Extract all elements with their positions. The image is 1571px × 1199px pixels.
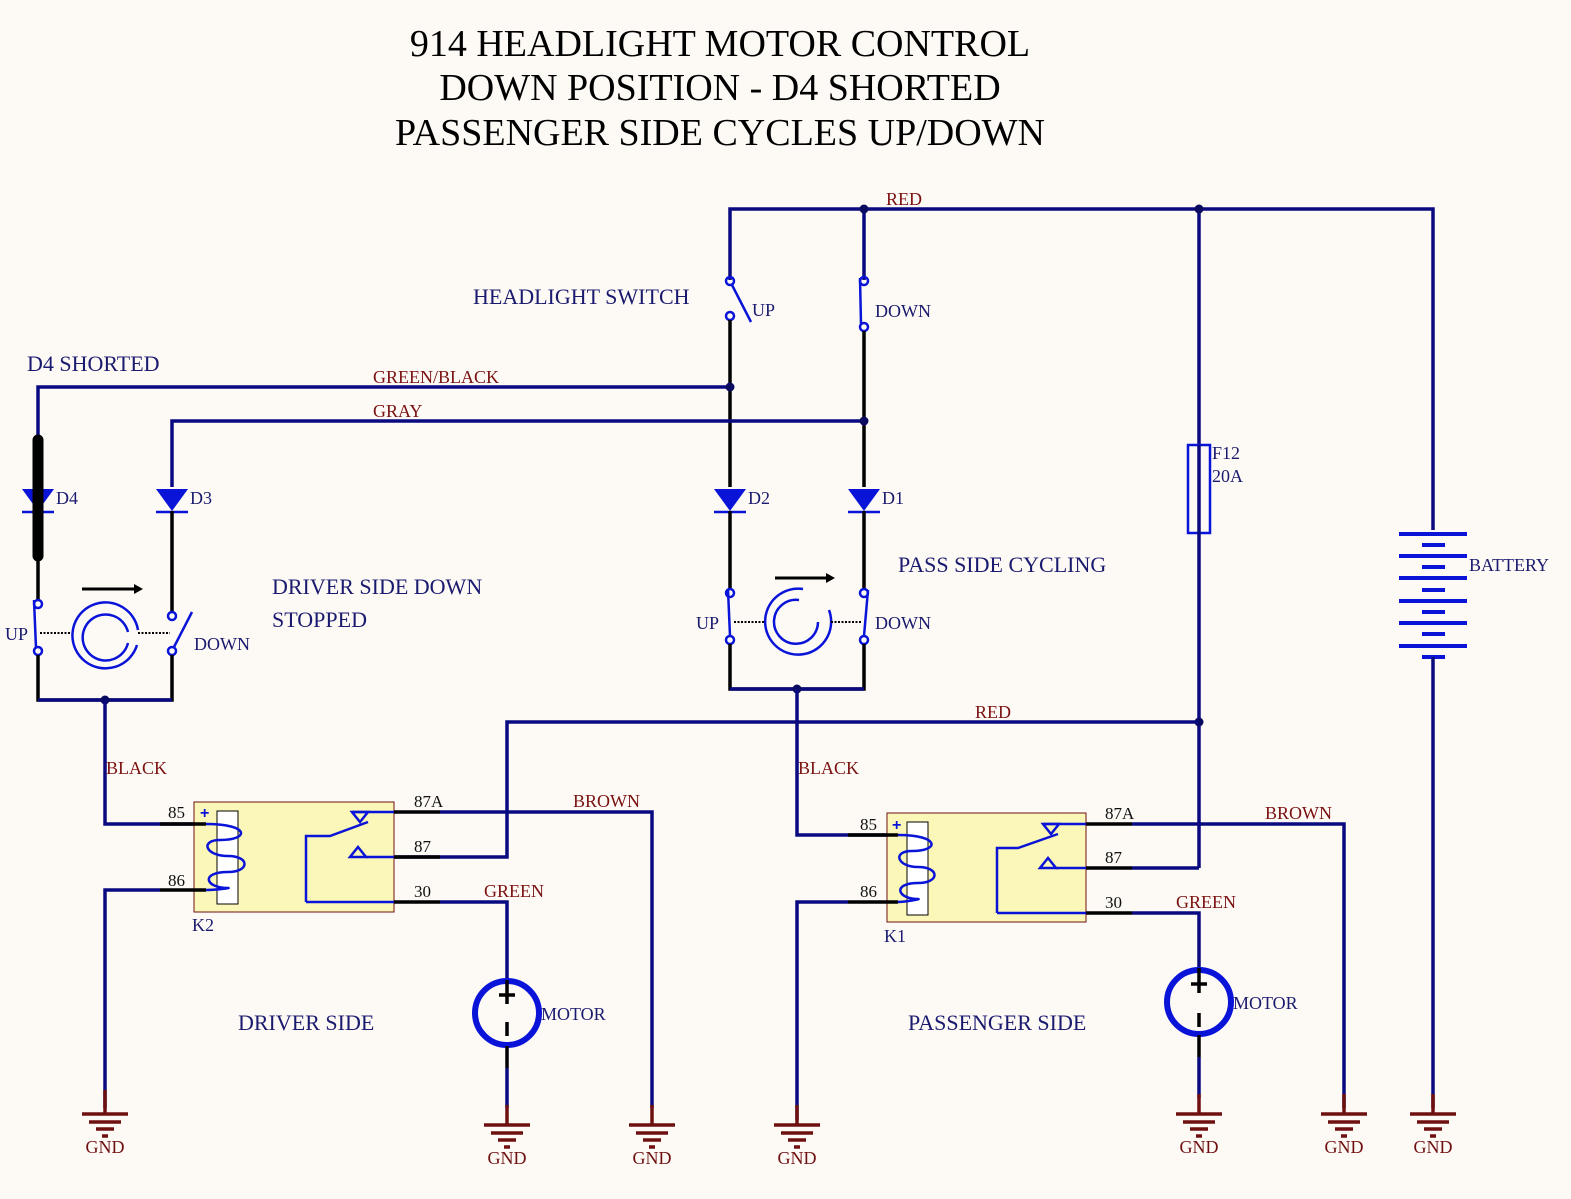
passenger-limit-switch: [724, 573, 870, 694]
gnd-label: GND: [86, 1137, 125, 1157]
battery-label: BATTERY: [1469, 555, 1549, 575]
wire-green-driver: [440, 900, 509, 980]
ground-symbol: [629, 1105, 675, 1149]
cam-icon: [763, 587, 833, 656]
wire-red-relay-feed: [395, 720, 1199, 859]
wire-label-red-top: RED: [886, 189, 922, 209]
wire-label-brown-pass: BROWN: [1265, 803, 1332, 823]
wire-label-brown-driver: BROWN: [573, 791, 640, 811]
k2-label: K2: [192, 915, 214, 935]
gnd-label: GND: [488, 1148, 527, 1168]
wire-label-gray: GRAY: [373, 401, 422, 421]
battery-icon: [1399, 532, 1467, 659]
relay-k1: +: [848, 812, 1132, 923]
headlight-switch-label: HEADLIGHT SWITCH: [473, 284, 690, 309]
diode-d3: [156, 489, 188, 612]
k2-pin-86: 86: [168, 871, 185, 890]
ground-symbol: [484, 1105, 530, 1149]
cam-icon: [71, 601, 140, 670]
wire-label-black-driver: BLACK: [106, 758, 167, 778]
headlight-switch-down[interactable]: [858, 275, 870, 333]
k1-pin-85: 85: [860, 815, 877, 834]
wire-brown-driver: [440, 810, 654, 1108]
diode-icon: [848, 489, 880, 511]
k2-pin-30: 30: [414, 882, 431, 901]
ground-symbol: [1321, 1094, 1367, 1138]
motor-driver-label: MOTOR: [541, 1004, 606, 1024]
wire-green-black: [36, 382, 735, 440]
k1-label: K1: [884, 926, 906, 946]
wire-label-green-driver: GREEN: [484, 881, 544, 901]
diode-d2-label: D2: [748, 488, 770, 508]
k1-pin-87a: 87A: [1105, 804, 1135, 823]
k1-pin-86: 86: [860, 882, 877, 901]
driver-status-line-1: DRIVER SIDE DOWN: [272, 574, 482, 599]
gnd-label: GND: [633, 1148, 672, 1168]
wire-label-red-mid: RED: [975, 702, 1011, 722]
k1-pin-30: 30: [1105, 893, 1122, 912]
passenger-side-label: PASSENGER SIDE: [908, 1010, 1086, 1035]
wire-label-green-black: GREEN/BLACK: [373, 367, 499, 387]
switch-contact-icon: [724, 310, 736, 322]
title-line-2: DOWN POSITION - D4 SHORTED: [439, 67, 1000, 109]
wire-green-pass: [1132, 911, 1201, 968]
gnd-label: GND: [1414, 1137, 1453, 1157]
wire-86-driver: [103, 888, 160, 1108]
fuse-f12: [1186, 443, 1212, 868]
svg-text:+: +: [892, 817, 901, 834]
title-line-3: PASSENGER SIDE CYCLES UP/DOWN: [395, 112, 1045, 154]
k2-pin-85: 85: [168, 803, 185, 822]
svg-text:+: +: [200, 805, 209, 822]
driver-limit-down-label: DOWN: [194, 634, 250, 654]
fuse-rating-label: 20A: [1212, 466, 1243, 486]
ground-symbol: [1176, 1094, 1222, 1138]
diode-d3-label: D3: [190, 488, 212, 508]
title-line-1: 914 HEADLIGHT MOTOR CONTROL: [410, 23, 1030, 65]
driver-limit-up-label: UP: [5, 624, 28, 644]
relay-k2: +: [160, 801, 440, 913]
wire-label-black-pass: BLACK: [798, 758, 859, 778]
gnd-label: GND: [1325, 1137, 1364, 1157]
diode-d2: [714, 489, 746, 590]
ground-symbol: [774, 1105, 820, 1149]
wire-86-pass: [795, 900, 848, 1120]
ground-symbol: [1410, 1094, 1456, 1138]
red-bus-wire: [728, 204, 1435, 530]
headlight-switch-down-label: DOWN: [875, 301, 931, 321]
diode-d4: [22, 434, 54, 600]
headlight-switch-up[interactable]: [724, 275, 753, 323]
diode-d1: [848, 489, 880, 590]
k2-pin-87: 87: [414, 837, 432, 856]
k1-pin-87: 87: [1105, 848, 1123, 867]
switch-contact-icon: [724, 275, 736, 287]
ground-symbol: [82, 1090, 128, 1138]
driver-limit-switch: [32, 584, 194, 705]
gnd-label: GND: [778, 1148, 817, 1168]
d4-shorted-label: D4 SHORTED: [27, 351, 160, 376]
motor-driver: [472, 978, 542, 1108]
switch-contact-icon: [858, 321, 870, 333]
pass-limit-up-label: UP: [696, 613, 719, 633]
driver-status-line-2: STOPPED: [272, 607, 367, 632]
battery: [1399, 532, 1467, 1108]
wire-brown-pass: [1132, 822, 1346, 1108]
pass-status-label: PASS SIDE CYCLING: [898, 552, 1106, 577]
gnd-label: GND: [1180, 1137, 1219, 1157]
fuse-name-label: F12: [1212, 443, 1240, 463]
wire-label-green-pass: GREEN: [1176, 892, 1236, 912]
diode-d4-label: D4: [56, 488, 78, 508]
driver-side-label: DRIVER SIDE: [238, 1010, 374, 1035]
motor-passenger: [1164, 967, 1234, 1098]
diode-d1-label: D1: [882, 488, 904, 508]
headlight-switch-up-label: UP: [752, 300, 775, 320]
diode-icon: [714, 489, 746, 511]
pass-limit-down-label: DOWN: [875, 613, 931, 633]
k2-pin-87a: 87A: [414, 792, 444, 811]
diode-icon: [156, 489, 188, 511]
motor-passenger-label: MOTOR: [1233, 993, 1298, 1013]
wire-gray: [170, 416, 869, 487]
